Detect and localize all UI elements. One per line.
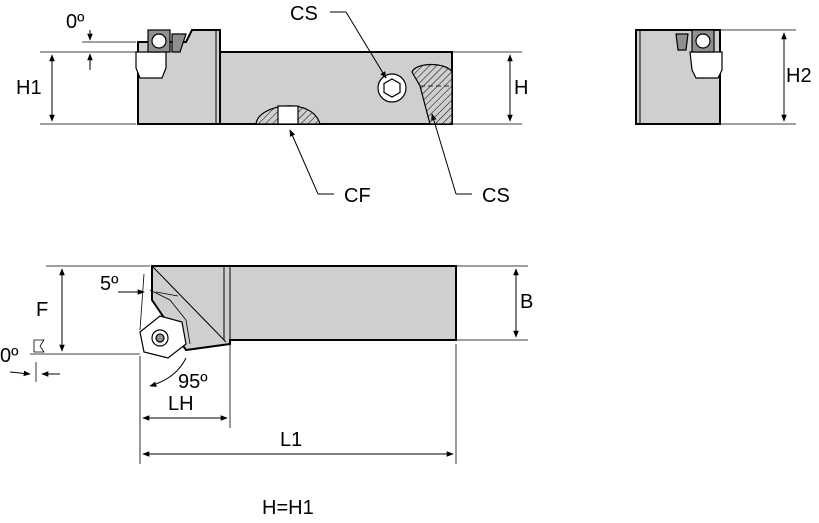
- angle-top-label: 0º: [66, 11, 85, 33]
- lh-label: LH: [168, 393, 194, 415]
- coolant-plug-hex-icon: [383, 78, 401, 98]
- top-view-clamp-outline: [149, 289, 191, 345]
- cs-bottom-label: CS: [482, 185, 510, 207]
- h1-label: H1: [16, 77, 42, 99]
- cs-top-label: CS: [290, 3, 318, 25]
- end-view-screw-icon: [695, 33, 711, 49]
- h2-label: H2: [786, 65, 812, 87]
- angle-5-label: 5º: [100, 273, 119, 295]
- coolant-cs-section: [411, 63, 453, 125]
- end-view-insert: [689, 51, 723, 79]
- top-view-shank: [151, 265, 457, 352]
- angle-0-left-arrow: [9, 370, 31, 377]
- cf-leader: [289, 129, 319, 195]
- note-h-equals-h1: H=H1: [262, 497, 314, 518]
- angle-0-left-label: 0º: [0, 345, 19, 367]
- clamp-screw-head: [151, 33, 167, 49]
- cs-bottom-leader: [431, 113, 457, 195]
- top-view: F B 5º 0º 95º LH L1: [0, 265, 533, 464]
- clamp-lever: [171, 33, 187, 53]
- top-view-insert-screw-center: [155, 333, 165, 343]
- h-label: H: [514, 77, 528, 99]
- angle-95-arc: [149, 357, 187, 387]
- top-view-chamfer-line: [151, 265, 227, 343]
- b-label: B: [520, 291, 533, 313]
- cs-top-leader: [345, 11, 387, 79]
- side-view: H1 H 0º CS CF CS: [16, 3, 528, 207]
- f-label: F: [36, 299, 48, 321]
- cf-label: CF: [344, 185, 371, 207]
- end-view-lever: [675, 33, 689, 51]
- angle-95-label: 95º: [178, 371, 208, 393]
- flag-icon: [33, 339, 45, 353]
- l1-label: L1: [280, 429, 302, 451]
- angle-5-ref: [139, 273, 145, 331]
- coolant-cf-channel: [277, 105, 299, 125]
- side-view-shank: [219, 51, 453, 125]
- end-view: H2: [635, 29, 812, 125]
- insert-side: [135, 51, 167, 79]
- top-view-clamp-line: [155, 291, 179, 297]
